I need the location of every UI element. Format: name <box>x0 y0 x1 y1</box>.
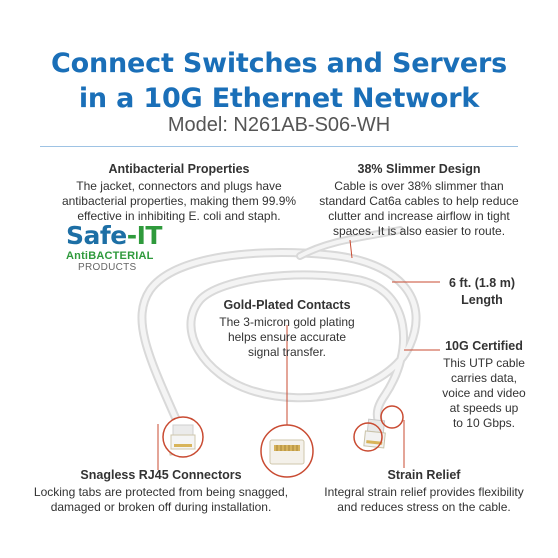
headline-line-1: Connect Switches and Servers <box>51 48 507 79</box>
divider <box>40 146 518 147</box>
callout-snagless: Snagless RJ45 Connectors Locking tabs ar… <box>18 468 304 515</box>
callout-title: 6 ft. (1.8 m) <box>449 276 515 290</box>
callout-gold: Gold-Plated Contacts The 3-micron gold p… <box>212 298 362 360</box>
callout-line: Locking tabs are protected from being sn… <box>33 485 289 499</box>
callout-line: The 3-micron gold plating <box>219 315 355 329</box>
zoom-gold-contacts-icon <box>260 424 314 478</box>
callout-10g: 10G Certified This UTP cable carries dat… <box>432 339 536 431</box>
callout-antibacterial: Antibacterial Properties The jacket, con… <box>52 162 306 224</box>
logo-products: PRODUCTS <box>78 262 137 273</box>
callout-title: Length <box>461 293 503 307</box>
callout-line: standard Cat6a cables to help reduce <box>319 194 519 208</box>
callout-line: antibacterial properties, making them 99… <box>61 194 297 208</box>
callout-line: signal transfer. <box>247 345 327 359</box>
logo-brand: Safe <box>66 221 127 250</box>
callout-title: Snagless RJ45 Connectors <box>80 468 242 482</box>
callout-length: 6 ft. (1.8 m) Length <box>432 276 532 310</box>
safe-it-logo: Safe-IT AntiBACTERIAL PRODUCTS <box>66 221 162 273</box>
callout-line: and reduces stress on the cable. <box>337 500 511 514</box>
zoom-snagless-icon <box>162 416 204 458</box>
callout-line: Cable is over 38% slimmer than <box>334 179 504 193</box>
leader-lines <box>157 239 440 470</box>
callout-line: at speeds up <box>449 401 519 415</box>
callout-strain: Strain Relief Integral strain relief pro… <box>308 468 540 515</box>
callout-line: clutter and increase airflow in tight <box>328 209 510 223</box>
callout-line: damaged or broken off during installatio… <box>50 500 272 514</box>
logo-brand-suffix: -IT <box>126 221 163 250</box>
callout-title: 38% Slimmer Design <box>357 162 481 176</box>
callout-line: The jacket, connectors and plugs have <box>76 179 282 193</box>
callout-line: helps ensure accurate <box>227 330 347 344</box>
callout-line: This UTP cable <box>443 356 525 370</box>
callout-line: spaces. It is also easier to route. <box>332 224 506 238</box>
zoom-10g-icon <box>380 405 404 429</box>
callout-line: voice and video <box>442 386 526 400</box>
callout-title: Strain Relief <box>387 468 461 482</box>
callout-line: to 10 Gbps. <box>452 416 516 430</box>
callout-slimmer: 38% Slimmer Design Cable is over 38% sli… <box>306 162 532 239</box>
headline-line-2: in a 10G Ethernet Network <box>78 83 480 114</box>
model-number: Model: N261AB-S06-WH <box>167 114 391 136</box>
logo-tag-b: BACTERIAL <box>88 250 154 262</box>
callout-title: Antibacterial Properties <box>108 162 250 176</box>
zoom-strain-relief-icon <box>353 422 383 452</box>
callout-line: carries data, <box>450 371 518 385</box>
callout-line: Integral strain relief provides flexibil… <box>324 485 524 499</box>
callout-title: Gold-Plated Contacts <box>223 298 351 312</box>
callout-line: effective in inhibiting E. coli and stap… <box>77 209 281 223</box>
logo-tag-a: Anti <box>66 250 89 262</box>
callout-title: 10G Certified <box>445 339 523 353</box>
headline: Connect Switches and Servers in a 10G Et… <box>0 46 558 116</box>
